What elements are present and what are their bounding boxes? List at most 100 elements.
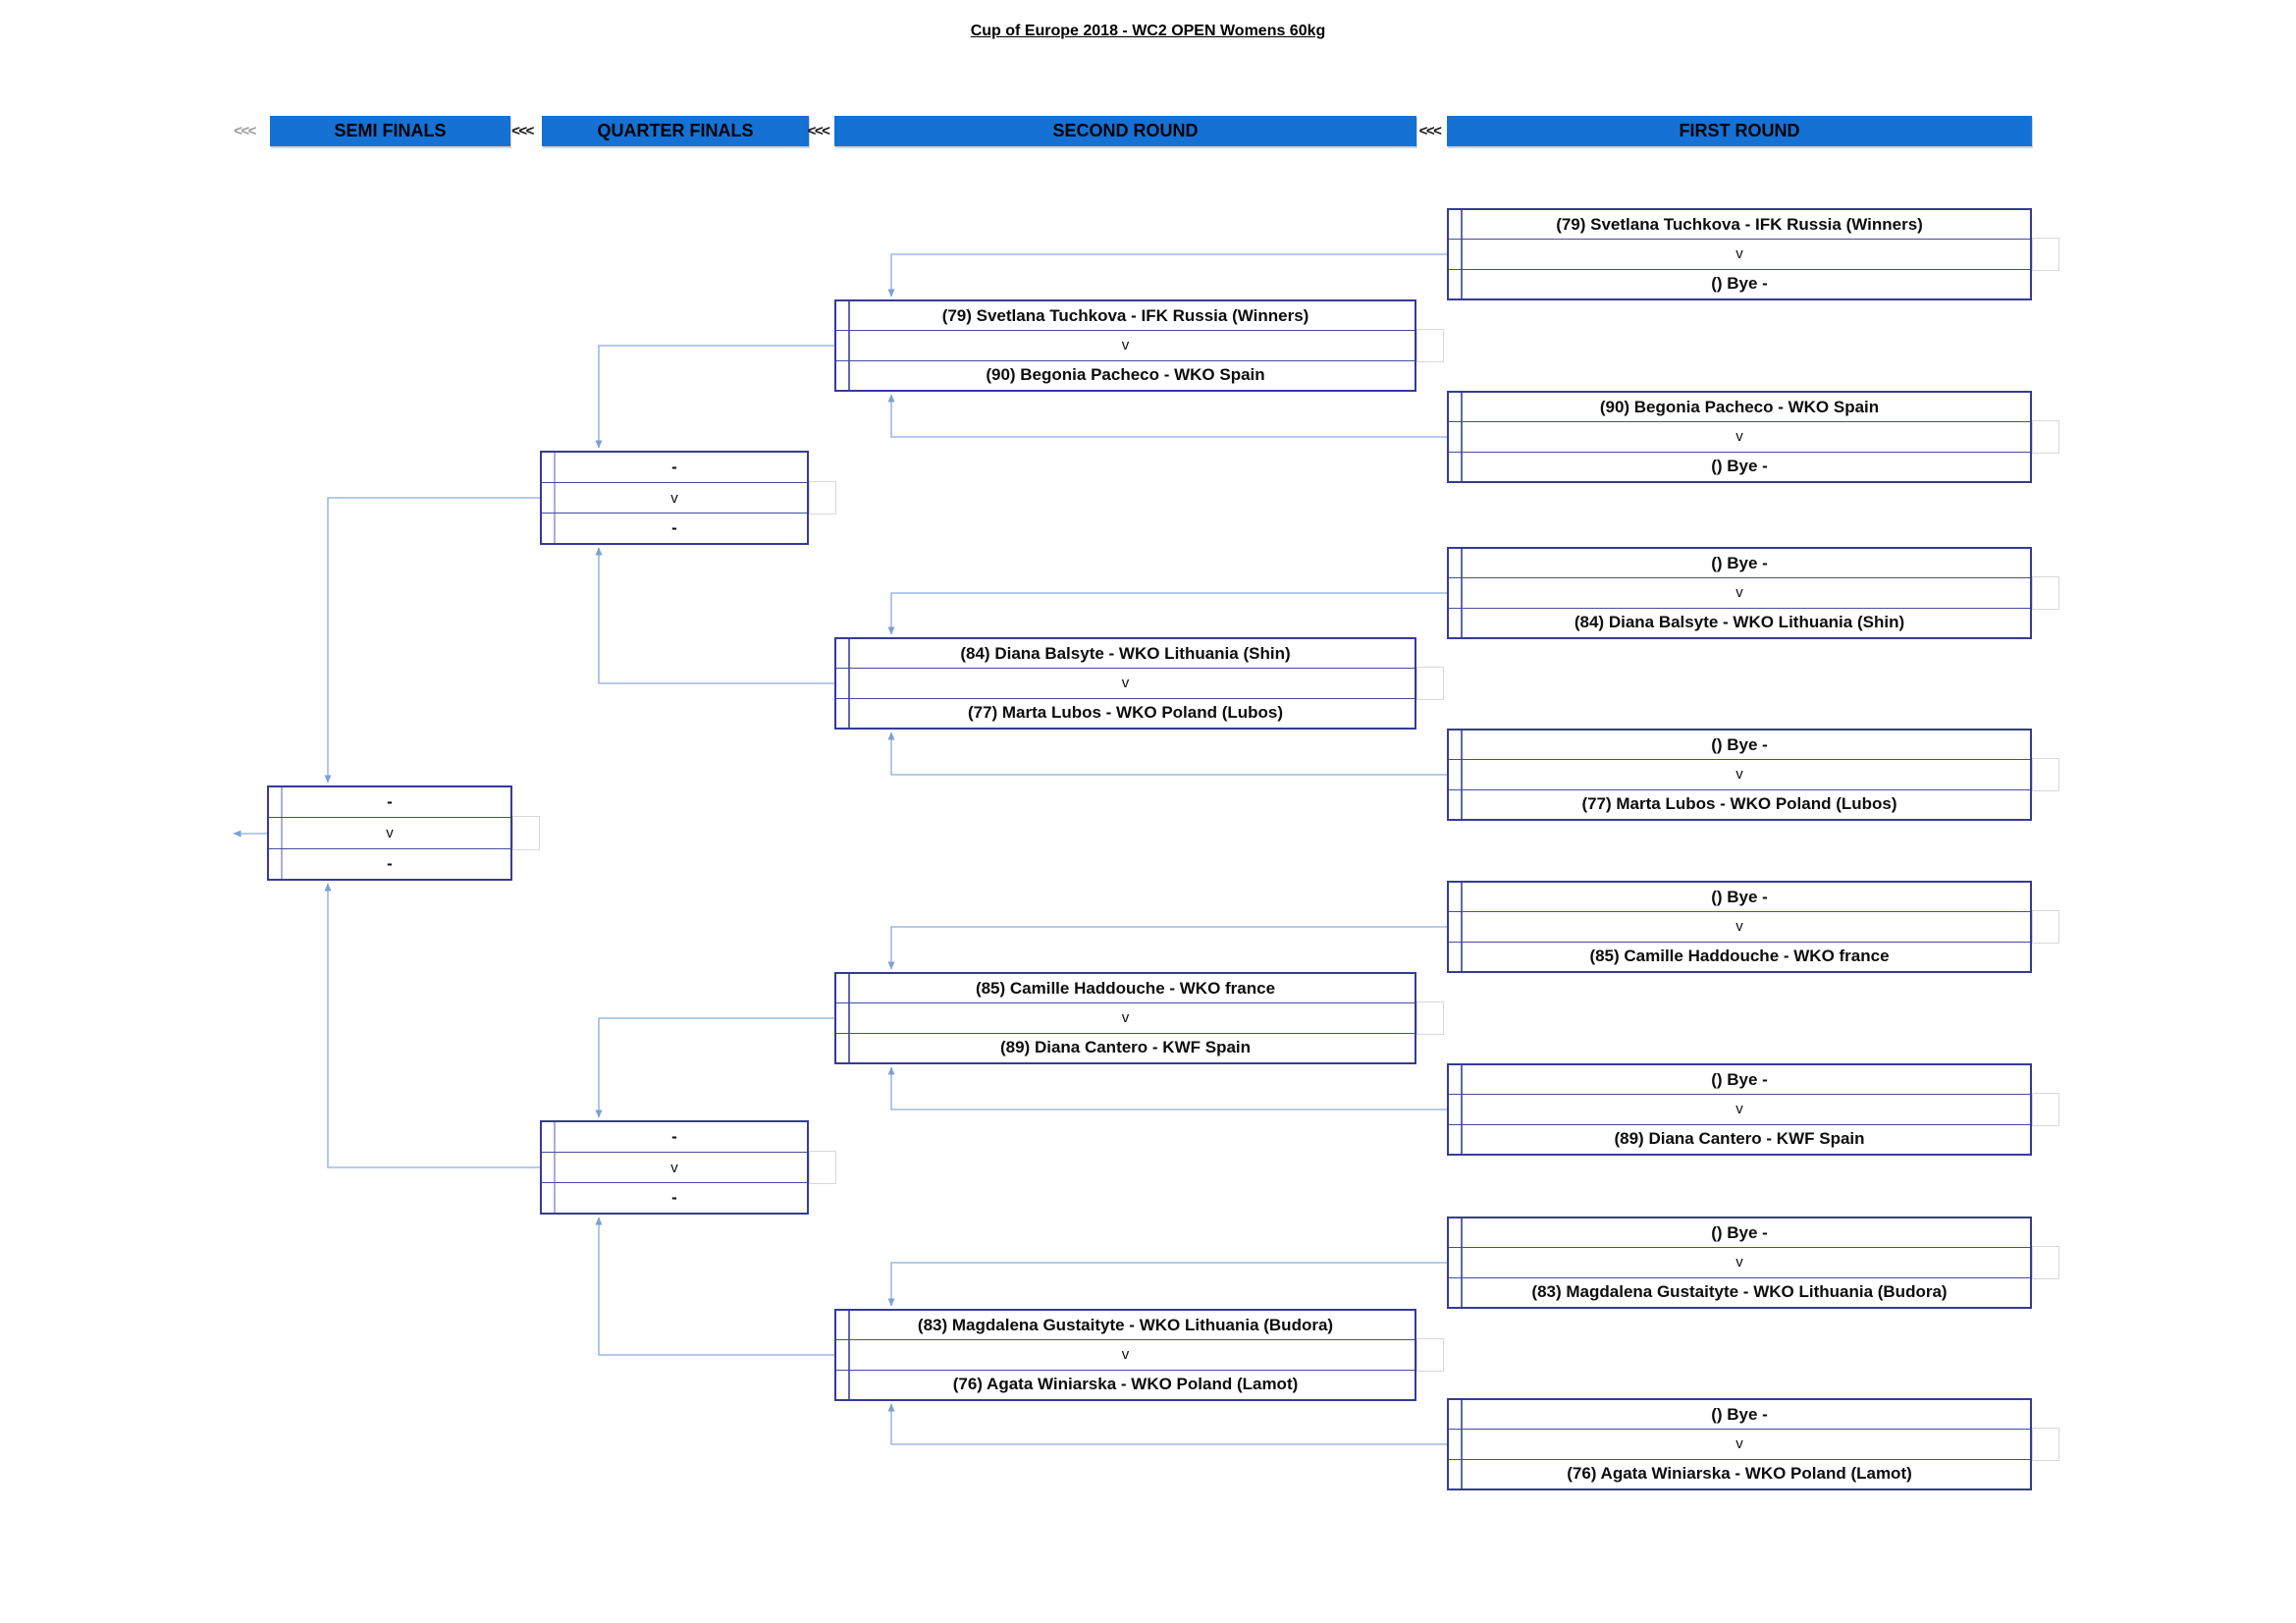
player-bottom: () Bye - [1449, 451, 2030, 481]
connector-fr7-to-sr4-top [887, 1262, 1447, 1307]
player-top: () Bye - [1711, 1404, 1768, 1424]
cell-strip [848, 1311, 850, 1399]
match-first-round-3: () Bye - v (84) Diana Balsyte - WKO Lith… [1447, 547, 2059, 639]
adjacent-cell-tab [1416, 328, 1444, 363]
connector-fr6-to-sr3-bottom [887, 1066, 1447, 1110]
vs-label: v [836, 330, 1415, 359]
adjacent-cell-tab [512, 815, 540, 851]
vs-label: v [269, 817, 510, 847]
player-top: (85) Camille Haddouche - WKO france [975, 978, 1276, 998]
player-top: () Bye - [1711, 1222, 1768, 1242]
cell-strip [1461, 1065, 1463, 1154]
connector-sr2-to-qf1-bottom [595, 547, 834, 684]
connector-fr3-to-sr2-top [887, 592, 1447, 635]
match-quarter-final-2: - v - [540, 1120, 836, 1215]
player-top: () Bye - [1711, 887, 1768, 906]
cell-strip [1461, 393, 1463, 481]
vs-label: v [1449, 1094, 2030, 1123]
match-first-round-2: (90) Begonia Pacheco - WKO Spain v () By… [1447, 391, 2059, 483]
player-bottom: (89) Diana Cantero - KWF Spain [1449, 1123, 2030, 1154]
connector-fr4-to-sr2-bottom [887, 731, 1447, 776]
player-top: (84) Diana Balsyte - WKO Lithuania (Shin… [960, 643, 1291, 663]
cell-strip [1461, 883, 1463, 971]
adjacent-cell-tab [2032, 1092, 2059, 1127]
cell-strip [1461, 549, 1463, 637]
adjacent-cell-tab [809, 480, 836, 515]
cell-strip [1461, 1400, 1463, 1488]
connector-fr2-to-sr1-bottom [887, 394, 1447, 438]
adjacent-cell-tab [2032, 237, 2059, 272]
match-second-round-3: (85) Camille Haddouche - WKO france v (8… [834, 972, 1444, 1064]
match-first-round-4: () Bye - v (77) Marta Lubos - WKO Poland… [1447, 729, 2059, 821]
player-top: (79) Svetlana Tuchkova - IFK Russia (Win… [941, 305, 1309, 325]
match-first-round-5: () Bye - v (85) Camille Haddouche - WKO … [1447, 881, 2059, 973]
player-bottom: () Bye - [1449, 268, 2030, 298]
player-bottom: - [542, 1182, 807, 1213]
cell-strip [1461, 210, 1463, 298]
chevron-semi-icon: <<< [511, 123, 534, 139]
cell-strip [554, 1122, 556, 1213]
adjacent-cell-tab [1416, 1001, 1444, 1036]
adjacent-cell-tab [1416, 1337, 1444, 1373]
connector-fr5-to-sr3-top [887, 926, 1447, 970]
player-bottom: (83) Magdalena Gustaityte - WKO Lithuani… [1449, 1276, 2030, 1307]
connector-fr8-to-sr4-bottom [887, 1403, 1447, 1445]
player-bottom: - [269, 847, 510, 879]
match-first-round-7: () Bye - v (83) Magdalena Gustaityte - W… [1447, 1217, 2059, 1309]
vs-label: v [542, 1152, 807, 1182]
cell-strip [1461, 730, 1463, 819]
connector-sr1-to-qf1-top [595, 345, 834, 449]
match-semi-final-1: - v - [267, 785, 540, 881]
cell-strip [848, 301, 850, 390]
player-bottom: - [542, 513, 807, 543]
player-bottom: (90) Begonia Pacheco - WKO Spain [836, 359, 1415, 390]
player-top: () Bye - [1711, 734, 1768, 754]
vs-label: v [1449, 911, 2030, 941]
match-first-round-1: (79) Svetlana Tuchkova - IFK Russia (Win… [1447, 208, 2059, 300]
connector-sr3-to-qf2-top [595, 1017, 834, 1118]
player-top: (90) Begonia Pacheco - WKO Spain [1599, 397, 1880, 416]
player-top: () Bye - [1711, 1069, 1768, 1089]
adjacent-cell-tab [1416, 666, 1444, 701]
adjacent-cell-tab [2032, 1427, 2059, 1462]
adjacent-cell-tab [809, 1150, 836, 1185]
match-first-round-8: () Bye - v (76) Agata Winiarska - WKO Po… [1447, 1398, 2059, 1490]
cell-strip [1461, 1218, 1463, 1307]
connector-qf2-to-sf1-bottom [324, 883, 540, 1168]
adjacent-cell-tab [2032, 909, 2059, 945]
player-top: (79) Svetlana Tuchkova - IFK Russia (Win… [1556, 214, 1923, 234]
adjacent-cell-tab [2032, 757, 2059, 792]
adjacent-cell-tab [2032, 1245, 2059, 1280]
chevron-second-icon: <<< [1418, 123, 1442, 139]
match-second-round-4: (83) Magdalena Gustaityte - WKO Lithuani… [834, 1309, 1444, 1401]
match-second-round-1: (79) Svetlana Tuchkova - IFK Russia (Win… [834, 299, 1444, 392]
connector-sr4-to-qf2-bottom [595, 1217, 834, 1356]
vs-label: v [1449, 759, 2030, 788]
round-header-semi-finals: SEMI FINALS [270, 116, 510, 146]
cell-strip [848, 974, 850, 1062]
player-top: - [671, 458, 677, 476]
vs-label: v [836, 1002, 1415, 1032]
vs-label: v [1449, 1247, 2030, 1276]
player-top: () Bye - [1711, 553, 1768, 572]
adjacent-cell-tab [2032, 575, 2059, 611]
page-title: Cup of Europe 2018 - WC2 OPEN Womens 60k… [970, 23, 1326, 39]
vs-label: v [1449, 1429, 2030, 1458]
round-header-first-round: FIRST ROUND [1447, 116, 2032, 146]
player-bottom: (89) Diana Cantero - KWF Spain [836, 1032, 1415, 1062]
player-bottom: (85) Camille Haddouche - WKO france [1449, 941, 2030, 971]
player-bottom: (76) Agata Winiarska - WKO Poland (Lamot… [836, 1369, 1415, 1399]
round-header-quarter-finals: QUARTER FINALS [542, 116, 809, 146]
player-bottom: (77) Marta Lubos - WKO Poland (Lubos) [1449, 788, 2030, 819]
player-bottom: (77) Marta Lubos - WKO Poland (Lubos) [836, 697, 1415, 728]
player-top: - [387, 792, 393, 812]
vs-label: v [836, 668, 1415, 697]
match-second-round-2: (84) Diana Balsyte - WKO Lithuania (Shin… [834, 637, 1444, 730]
player-top: - [671, 1127, 677, 1146]
vs-label: v [1449, 239, 2030, 268]
vs-label: v [1449, 421, 2030, 451]
cell-strip [848, 639, 850, 728]
cell-strip [554, 453, 556, 543]
match-quarter-final-1: - v - [540, 451, 836, 545]
